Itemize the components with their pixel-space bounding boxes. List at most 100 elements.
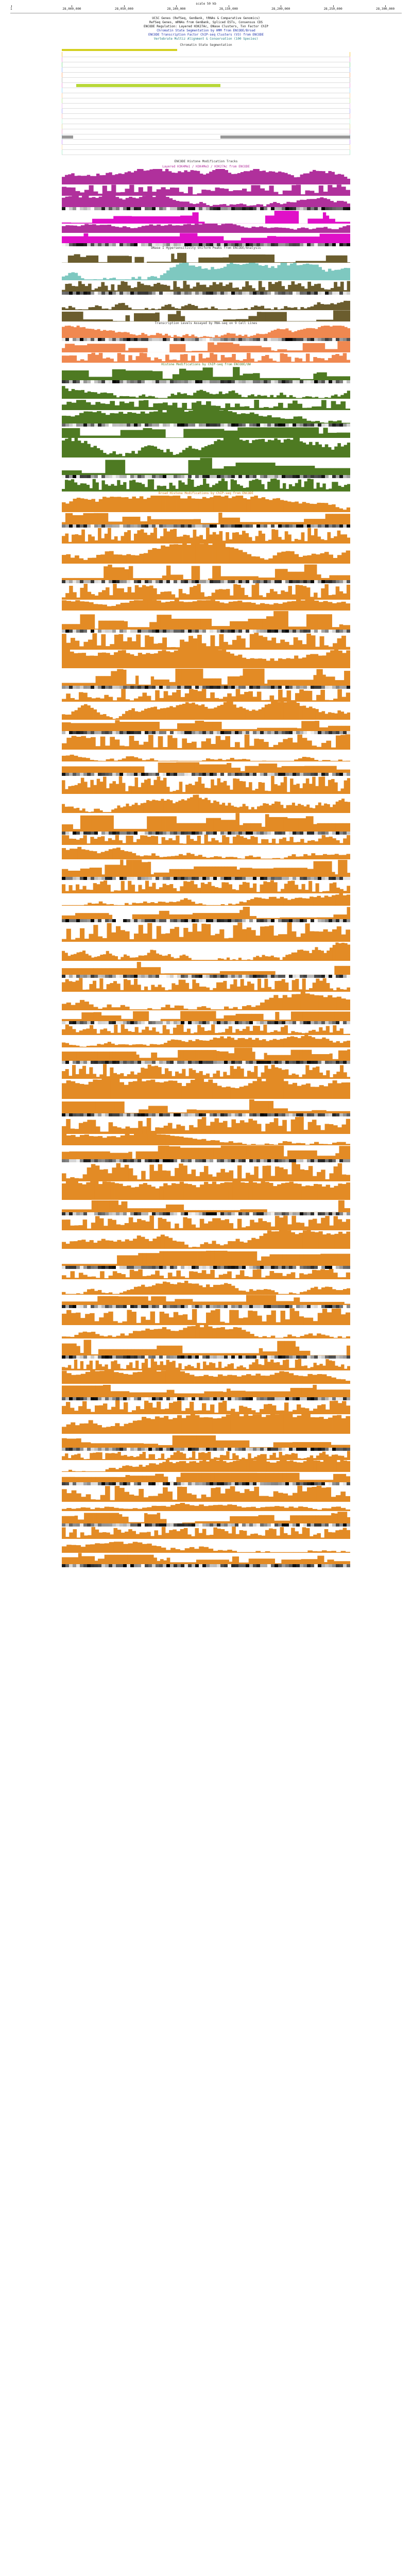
signal-plot[interactable] xyxy=(62,761,350,773)
signal-plot[interactable] xyxy=(62,835,350,845)
track-description[interactable]: Vertebrate Multiz Alignment & Conservati… xyxy=(153,37,259,41)
signal-plot[interactable] xyxy=(62,196,350,207)
chromatin-lane[interactable] xyxy=(62,88,350,93)
heat-cell xyxy=(156,580,160,583)
signal-plot[interactable] xyxy=(62,583,350,600)
section-title[interactable]: Histone Modifications by ChIP-seq from E… xyxy=(161,363,251,366)
chromatin-lane[interactable] xyxy=(62,119,350,124)
signal-plot[interactable] xyxy=(62,845,350,859)
track-description[interactable]: RefSeq Genes, mRNAs from GenBank, Splice… xyxy=(149,21,263,24)
chromatin-lane[interactable] xyxy=(62,124,350,129)
signal-plot[interactable] xyxy=(62,224,350,233)
signal-plot[interactable] xyxy=(62,734,350,750)
chromatin-lane[interactable] xyxy=(62,140,350,145)
signal-bar xyxy=(334,349,338,352)
section-title[interactable]: Transcription Levels Assayed by RNA-seq … xyxy=(154,321,258,325)
signal-plot[interactable] xyxy=(62,310,350,321)
signal-plot[interactable] xyxy=(62,438,350,457)
signal-plot[interactable] xyxy=(62,611,350,630)
signal-plot[interactable] xyxy=(62,512,350,524)
section-title[interactable]: DNase I Hypersensitivity Uniform Peaks f… xyxy=(151,246,261,250)
signal-plot[interactable] xyxy=(62,668,350,686)
signal-plot[interactable] xyxy=(62,280,350,292)
chromatin-lane[interactable] xyxy=(62,129,350,134)
signal-plot[interactable] xyxy=(62,399,350,410)
chromatin-lane[interactable] xyxy=(62,57,350,62)
signal-plot[interactable] xyxy=(62,633,350,650)
signal-plot[interactable] xyxy=(62,410,350,423)
signal-bar xyxy=(85,758,90,761)
signal-plot[interactable] xyxy=(62,859,350,877)
signal-bar xyxy=(173,281,177,292)
signal-plot[interactable] xyxy=(62,250,350,263)
signal-bar xyxy=(94,330,97,338)
signal-bar xyxy=(130,756,134,761)
signal-plot[interactable] xyxy=(62,776,350,794)
track-description[interactable]: ENCODE Transcription Factor ChIP-seq Clu… xyxy=(148,33,264,37)
signal-plot[interactable] xyxy=(62,233,350,243)
heat-cell xyxy=(296,524,300,528)
chromatin-lane[interactable] xyxy=(62,98,350,104)
signal-plot[interactable] xyxy=(62,383,350,399)
signal-plot[interactable] xyxy=(62,367,350,380)
signal-plot[interactable] xyxy=(62,457,350,475)
signal-plot[interactable] xyxy=(62,326,350,338)
signal-plot[interactable] xyxy=(62,341,350,352)
signal-plot[interactable] xyxy=(62,496,350,512)
signal-bar xyxy=(91,290,95,292)
signal-bar xyxy=(62,276,65,280)
chromatin-lane[interactable] xyxy=(62,93,350,98)
signal-bar xyxy=(239,747,245,750)
signal-plot[interactable] xyxy=(62,702,350,720)
chromatin-lane[interactable] xyxy=(62,83,350,88)
chromatin-lane[interactable] xyxy=(62,67,350,73)
track-description[interactable]: ENCODE Regulation: Layered H3K27Ac, DNas… xyxy=(143,25,269,28)
signal-plot[interactable] xyxy=(62,750,350,761)
signal-plot[interactable] xyxy=(62,184,350,196)
signal-plot[interactable] xyxy=(62,689,350,702)
chromatin-lane[interactable] xyxy=(62,114,350,119)
signal-plot[interactable] xyxy=(62,650,350,668)
heat-cell xyxy=(188,292,192,295)
chromatin-lane[interactable] xyxy=(62,150,350,155)
chromatin-lane[interactable] xyxy=(62,145,350,150)
chromatin-lane[interactable] xyxy=(62,78,350,83)
signal-plot[interactable] xyxy=(62,427,350,438)
section-title[interactable]: Broad Histone Modifications by ChIP-seq … xyxy=(158,492,254,495)
heat-cell xyxy=(282,475,286,478)
heat-cell xyxy=(347,832,350,835)
heat-cell xyxy=(274,877,279,880)
section-title[interactable]: Layered H3K4Me1 / H3K4Me3 / H3K27Ac from… xyxy=(162,165,250,168)
signal-plot[interactable] xyxy=(62,295,350,310)
signal-plot[interactable] xyxy=(62,478,350,492)
chromatin-lanes[interactable] xyxy=(62,49,350,155)
signal-bar xyxy=(131,804,135,813)
signal-plot[interactable] xyxy=(62,528,350,544)
signal-bar xyxy=(148,407,153,410)
track-description[interactable]: Chromatin State Segmentation by HMM from… xyxy=(157,29,255,32)
signal-bar xyxy=(298,818,303,832)
chromatin-lane[interactable] xyxy=(62,52,350,57)
signal-bar xyxy=(166,531,170,544)
signal-bar xyxy=(284,591,288,600)
signal-plot[interactable] xyxy=(62,813,350,832)
chromatin-lane[interactable] xyxy=(62,104,350,109)
signal-bar xyxy=(321,711,325,720)
signal-bar xyxy=(142,627,146,630)
signal-plot[interactable] xyxy=(62,210,350,224)
track-description[interactable]: UCSC Genes (RefSeq, GenBank, tRNAs & Com… xyxy=(152,16,260,20)
chromatin-lane[interactable] xyxy=(62,109,350,114)
signal-plot[interactable] xyxy=(62,352,350,363)
signal-plot[interactable] xyxy=(62,880,350,893)
signal-plot[interactable] xyxy=(62,544,350,564)
signal-bar xyxy=(135,555,140,564)
chromatin-lane[interactable] xyxy=(62,73,350,78)
signal-plot[interactable] xyxy=(62,263,350,280)
chromatin-lane[interactable] xyxy=(62,62,350,67)
signal-plot[interactable] xyxy=(62,169,350,184)
signal-plot[interactable] xyxy=(62,720,350,731)
chromatin-lane[interactable] xyxy=(62,134,350,140)
signal-plot[interactable] xyxy=(62,600,350,611)
signal-plot[interactable] xyxy=(62,564,350,580)
signal-plot[interactable] xyxy=(62,794,350,813)
